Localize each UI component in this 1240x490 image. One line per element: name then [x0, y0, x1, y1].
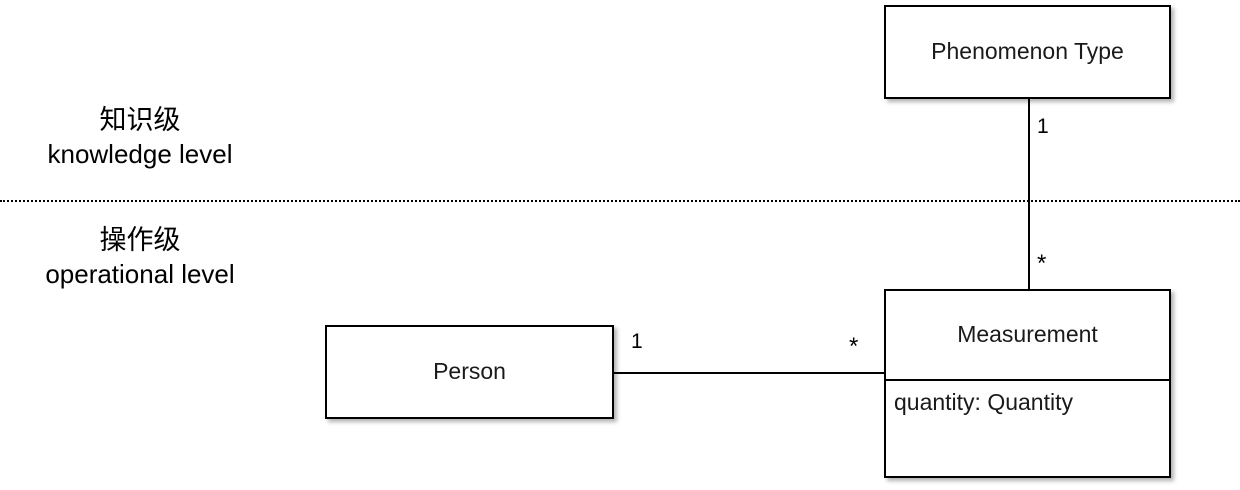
level-separator-line: [0, 200, 1240, 202]
class-name-phenomenon-type: Phenomenon Type: [931, 38, 1124, 65]
operational-level-label-en: operational level: [45, 258, 235, 289]
class-box-phenomenon-type[interactable]: Phenomenon Type: [884, 5, 1171, 99]
knowledge-level-label-cn: 知识级: [99, 105, 181, 135]
operational-level-caption: 操作级 operational level: [0, 224, 280, 290]
class-box-person[interactable]: Person: [325, 325, 614, 419]
operational-level-label-cn: 操作级: [99, 225, 181, 255]
class-name-person: Person: [433, 358, 506, 385]
knowledge-level-caption: 知识级 knowledge level: [0, 104, 280, 170]
multiplicity-measurement-end-vertical: *: [1037, 250, 1047, 277]
multiplicity-measurement-end-horizontal: *: [849, 333, 859, 360]
multiplicity-phenomenon-type-end: 1: [1037, 115, 1049, 138]
class-box-measurement[interactable]: Measurement quantity: Quantity: [884, 289, 1171, 478]
knowledge-level-label-en: knowledge level: [47, 138, 233, 169]
class-attribute-measurement-quantity: quantity: Quantity: [886, 379, 1169, 476]
association-phenomenon-type-measurement: [1028, 98, 1030, 290]
class-name-measurement: Measurement: [957, 321, 1098, 348]
association-person-measurement: [612, 372, 885, 374]
multiplicity-person-end: 1: [631, 330, 643, 353]
